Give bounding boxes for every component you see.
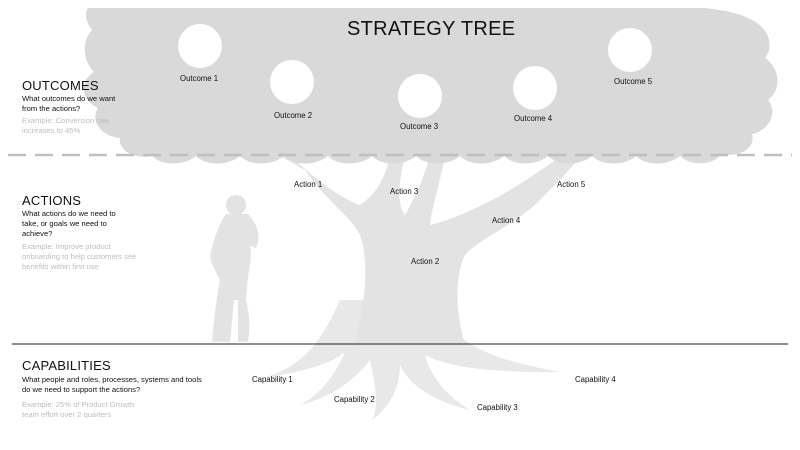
outcome-label-2: Outcome 2 <box>274 111 313 120</box>
action-label-5: Action 5 <box>557 180 586 189</box>
outcome-label-5: Outcome 5 <box>614 77 653 86</box>
outcomes-heading: OUTCOMES <box>22 78 99 93</box>
action-label-4: Action 4 <box>492 216 521 225</box>
page-title: STRATEGY TREE <box>347 18 516 40</box>
action-label-1: Action 1 <box>294 180 323 189</box>
actions-heading: ACTIONS <box>22 193 82 208</box>
actions-question: What actions do we need to take, or goal… <box>22 209 116 238</box>
outcomes-example: Example: Conversion rate increases to 45… <box>22 116 110 135</box>
tree-canopy <box>83 8 778 164</box>
capability-label-3: Capability 3 <box>477 403 518 412</box>
tree-trunk <box>270 150 585 345</box>
outcome-label-1: Outcome 1 <box>180 74 219 83</box>
outcome-label-4: Outcome 4 <box>514 114 553 123</box>
capability-label-4: Capability 4 <box>575 375 616 384</box>
capability-label-1: Capability 1 <box>252 375 293 384</box>
capability-label-2: Capability 2 <box>334 395 375 404</box>
actions-example: Example: Improve product onboarding to h… <box>22 242 137 271</box>
action-label-2: Action 2 <box>411 257 440 266</box>
outcomes-question: What outcomes do we want from the action… <box>22 94 116 113</box>
capabilities-question: What people and roles, processes, system… <box>22 375 202 394</box>
outcome-label-3: Outcome 3 <box>400 122 439 131</box>
tree-roots <box>255 300 560 420</box>
capabilities-heading: CAPABILITIES <box>22 358 111 373</box>
action-label-3: Action 3 <box>390 187 419 196</box>
capabilities-example: Example: 25% of Product Growth team effo… <box>22 400 135 419</box>
person-silhouette <box>210 195 259 342</box>
